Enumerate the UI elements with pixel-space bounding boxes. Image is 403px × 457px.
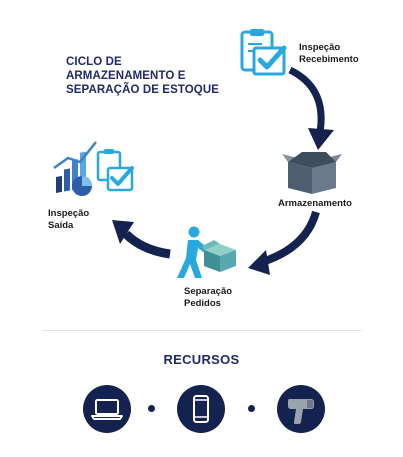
arrow-armazenamento-separacao xyxy=(248,210,320,275)
label-inspecao-saida: Inspeção Saída xyxy=(48,208,90,231)
title-line-1: CICLO DE xyxy=(66,56,122,68)
label-inspecao-recebimento: Inspeção Recebimento xyxy=(299,42,359,65)
cycle-arrows xyxy=(112,66,334,275)
barcode-scanner-icon xyxy=(277,385,325,433)
title-line-2: ARMAZENAMENTO E xyxy=(66,70,186,82)
clipboard-check-icon xyxy=(240,28,292,76)
recursos-heading: RECURSOS xyxy=(163,352,240,367)
worker-box-icon xyxy=(174,226,238,280)
section-divider xyxy=(42,330,362,331)
laptop-icon xyxy=(83,385,131,433)
arrow-recebimento-armazenamento xyxy=(288,66,334,150)
separator-dot-1 xyxy=(148,405,155,412)
title-line-3: SEPARAÇÃO DE ESTOQUE xyxy=(66,84,220,96)
label-separacao-pedidos: Separação Pedidos xyxy=(184,286,233,309)
charts-clipboard-icon xyxy=(50,138,136,204)
separator-dot-2 xyxy=(248,405,255,412)
smartphone-icon xyxy=(177,385,225,433)
label-armazenamento: Armazenamento xyxy=(278,198,352,209)
diagram-title: CICLO DE ARMAZENAMENTO E SEPARAÇÃO DE ES… xyxy=(66,55,246,97)
open-box-icon xyxy=(282,150,342,194)
arrow-separacao-saida xyxy=(112,220,171,259)
